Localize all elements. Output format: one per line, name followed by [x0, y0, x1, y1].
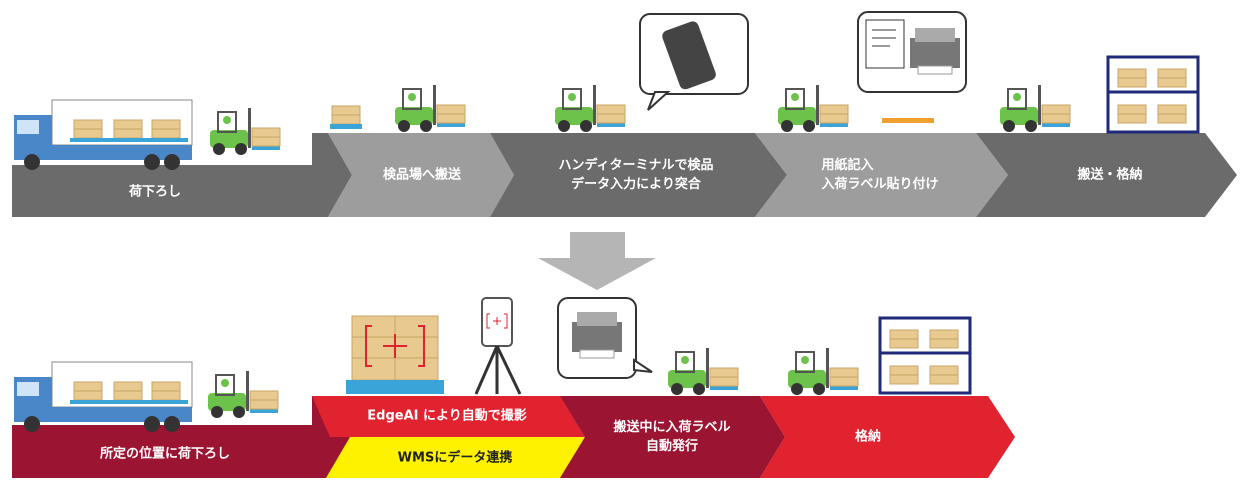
step-label-unload: 荷下ろし	[128, 184, 182, 200]
step-label-wms: WMSにデータ連携	[397, 450, 513, 466]
current-flow-bar	[12, 133, 1237, 217]
step-wms-shape	[326, 437, 585, 478]
pallet-boxes-icon	[346, 315, 444, 394]
step-label-inspect: ハンディターミナルで検品 データ入力により突合	[558, 158, 714, 192]
step-store-shape	[760, 396, 1015, 478]
forklift-icon	[668, 348, 738, 395]
improved-flow-bar	[12, 396, 1015, 478]
forklift-icon	[788, 348, 858, 395]
step-label-store: 格納	[854, 429, 882, 445]
shelf-icon	[880, 318, 970, 393]
step-label-transport: 検品場へ搬送	[382, 167, 462, 183]
camera-tripod-icon	[474, 297, 522, 395]
step-edgeai-shape	[312, 396, 585, 437]
label-printer-icon	[557, 297, 653, 379]
step-label-label: 用紙記入 入荷ラベル貼り付け	[821, 158, 939, 192]
step-unload-shape	[12, 133, 352, 217]
step-label-store: 搬送・格納	[1077, 167, 1143, 183]
document-pen-icon	[857, 11, 967, 93]
truck-icon	[14, 362, 192, 432]
step-label-unload-fixed: 所定の位置に荷下ろし	[99, 446, 231, 462]
forklift-icon	[1000, 85, 1070, 132]
step-label-shape	[755, 133, 1008, 217]
down-arrow-icon	[538, 232, 656, 290]
step-store-shape	[976, 133, 1237, 217]
step-autolabel-shape	[560, 396, 785, 478]
step-inspect-shape	[490, 133, 787, 217]
truck-icon	[14, 100, 192, 170]
desk-icon	[882, 118, 934, 123]
handy-terminal-icon	[639, 13, 749, 111]
step-label-edgeai: EdgeAI により自動で撮影	[367, 408, 527, 424]
forklift-icon	[395, 85, 465, 132]
step-transport-shape	[328, 133, 514, 217]
shelf-icon	[1108, 57, 1198, 132]
pallet-boxes-icon	[330, 105, 362, 129]
forklift-icon	[555, 85, 625, 132]
forklift-icon	[210, 108, 280, 155]
forklift-icon	[778, 85, 848, 132]
forklift-icon	[208, 371, 278, 418]
step-label-autolabel: 搬送中に入荷ラベル 自動発行	[613, 420, 731, 454]
